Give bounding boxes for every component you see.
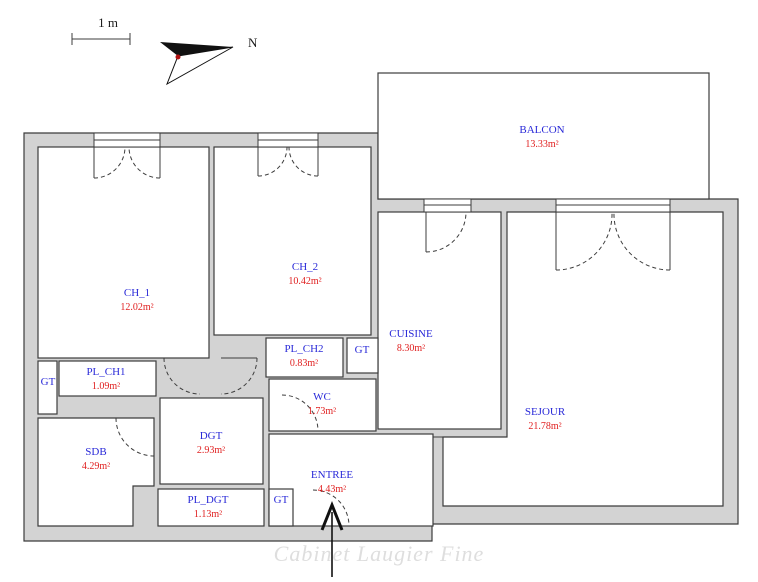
room-area-sdb: 4.29m² (82, 461, 110, 472)
room-area-cuisine: 8.30m² (397, 343, 425, 354)
room-ch2 (213, 146, 372, 336)
room-gt-1 (37, 360, 58, 415)
room-area-balcon: 13.33m² (525, 139, 558, 150)
north-label: N (248, 35, 258, 50)
watermark-text: Cabinet Laugier Fine (274, 541, 485, 566)
room-name-entree: ENTREE (311, 469, 353, 481)
gt-label-3: GT (274, 494, 289, 506)
gt-label-1: GT (41, 376, 56, 388)
room-name-pl-ch1: PL_CH1 (86, 366, 125, 378)
room-pl-dgt (157, 488, 265, 527)
room-area-pl-dgt: 1.13m² (194, 509, 222, 520)
room-name-pl-ch2: PL_CH2 (284, 343, 323, 355)
room-name-ch2: CH_2 (292, 261, 318, 273)
room-gt-3 (268, 488, 294, 527)
room-area-pl-ch2: 0.83m² (290, 358, 318, 369)
room-dgt (159, 397, 264, 485)
room-area-pl-ch1: 1.09m² (92, 381, 120, 392)
room-area-ch2: 10.42m² (288, 276, 321, 287)
room-pl-ch2 (265, 337, 344, 378)
room-name-sejour: SEJOUR (525, 406, 566, 418)
room-name-pl-dgt: PL_DGT (188, 494, 229, 506)
windows (93, 132, 671, 213)
room-balcon (377, 72, 710, 200)
room-area-dgt: 2.93m² (197, 445, 225, 456)
door-swings (93, 146, 671, 527)
room-name-wc: WC (313, 391, 331, 403)
room-name-cuisine: CUISINE (389, 328, 433, 340)
room-pl-ch1 (58, 360, 157, 397)
room-name-ch1: CH_1 (124, 287, 150, 299)
scale-label: 1 m (98, 15, 118, 30)
room-gt-2 (346, 337, 379, 374)
room-name-balcon: BALCON (519, 124, 564, 136)
room-cuisine (377, 211, 502, 430)
gt-label-2: GT (355, 344, 370, 356)
room-area-ch1: 12.02m² (120, 302, 153, 313)
room-name-sdb: SDB (85, 446, 106, 458)
entrance-arrow-icon (320, 500, 344, 577)
room-ch1 (37, 146, 210, 359)
room-sejour (442, 211, 724, 507)
room-entree (268, 433, 434, 527)
room-area-sejour: 21.78m² (528, 421, 561, 432)
scale-bar: 1 m (71, 15, 131, 45)
north-arrow-icon (160, 42, 234, 86)
room-area-wc: 1.73m² (308, 406, 336, 417)
room-name-dgt: DGT (200, 430, 223, 442)
room-area-entree: 4.43m² (318, 484, 346, 495)
room-wc (268, 378, 377, 432)
